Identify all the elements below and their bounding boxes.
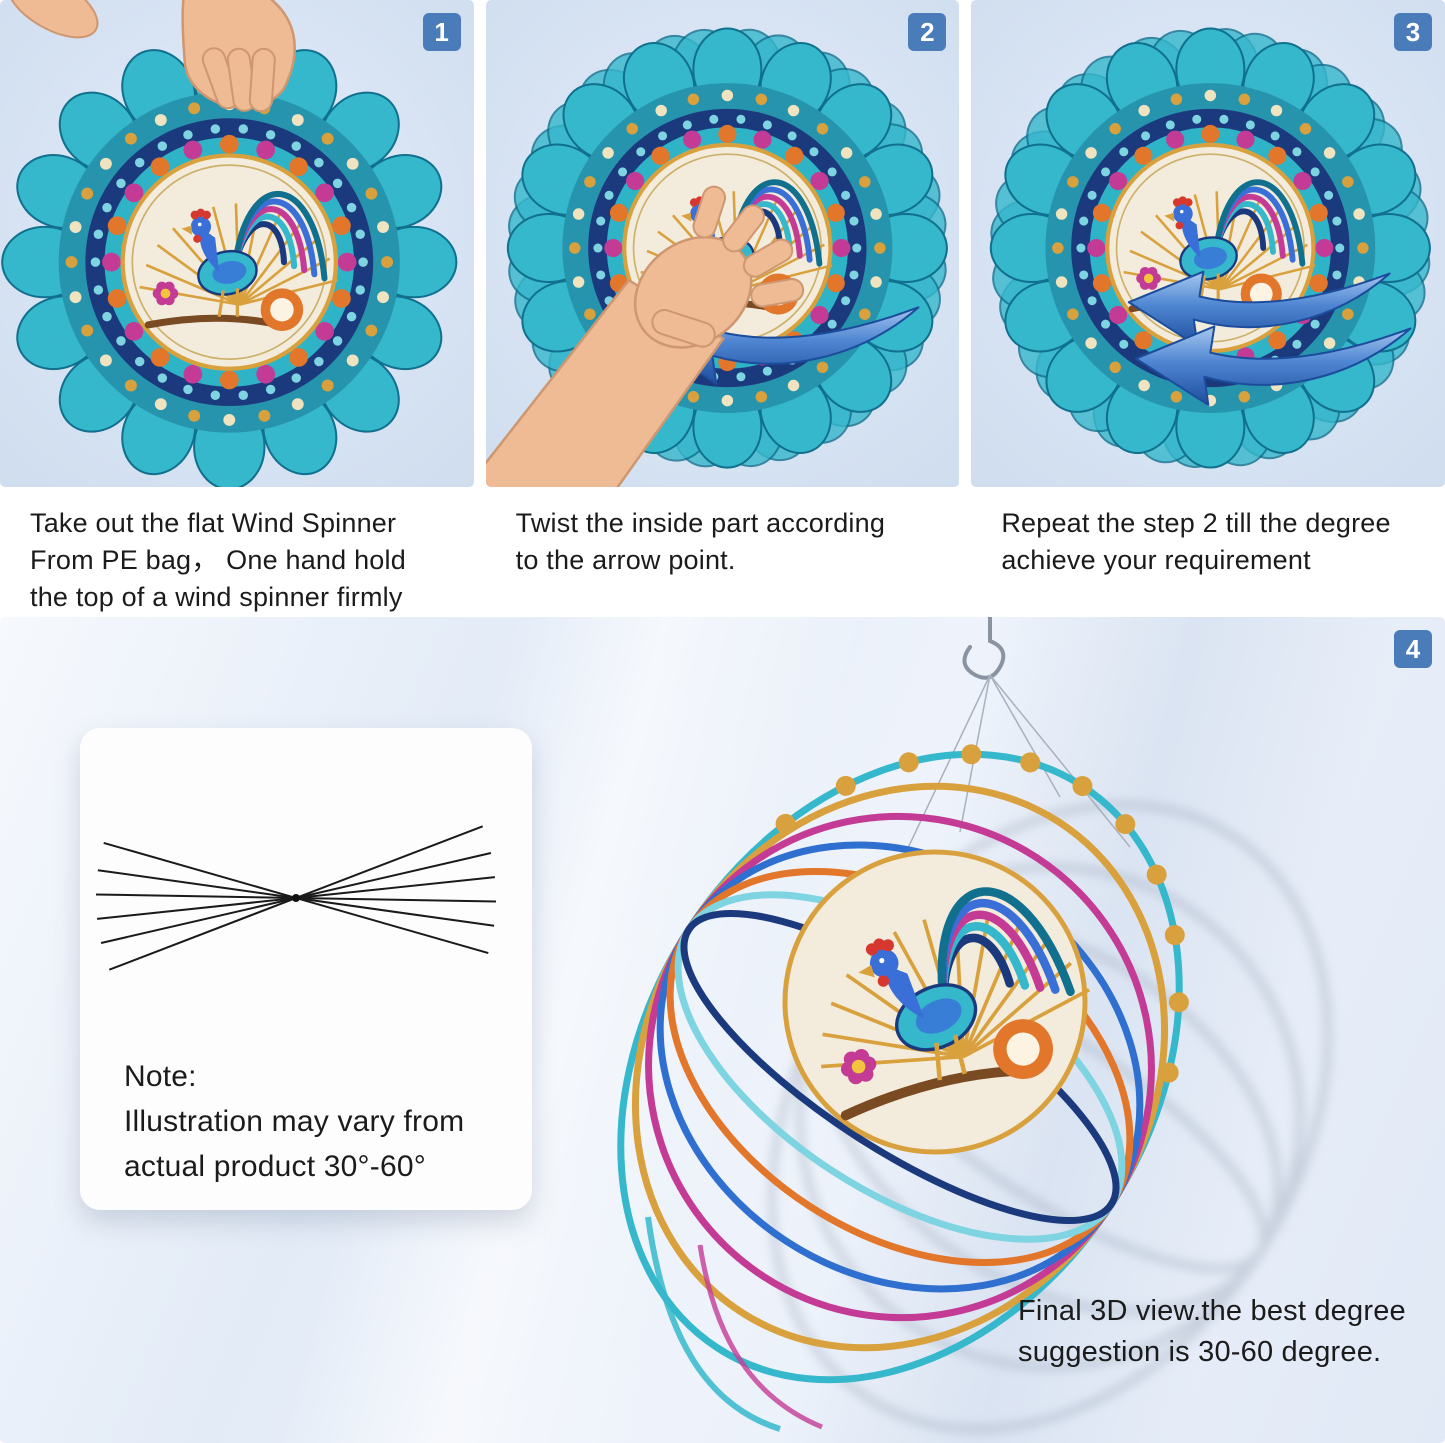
repeat-twist-illustration xyxy=(990,27,1432,469)
note-line: actual product 30°-60° xyxy=(124,1150,426,1183)
step-3-number-badge: 3 xyxy=(1393,13,1432,51)
note-title: Note: xyxy=(124,1060,197,1093)
caption-line: Repeat the step 2 till the degree xyxy=(1001,508,1391,538)
angle-lines-icon xyxy=(95,825,497,971)
rooster-medallion xyxy=(782,849,1090,1155)
step-1-photo: 1 xyxy=(0,0,474,487)
caption-line: to the arrow point. xyxy=(515,545,736,575)
caption-line: suggestion is 30-60 degree. xyxy=(1018,1336,1382,1368)
note-line: Illustration may vary from xyxy=(124,1105,465,1138)
hand-twisting xyxy=(485,185,804,487)
step-4-number-badge: 4 xyxy=(1394,630,1432,668)
caption-line: Final 3D view.the best degree xyxy=(1018,1295,1406,1327)
step-3: 3 Repeat the step 2 till the degree achi… xyxy=(971,0,1445,617)
hanging-hook-icon xyxy=(962,617,1006,680)
caption-line: achieve your requirement xyxy=(1001,545,1311,575)
step-3-photo: 3 xyxy=(971,0,1445,487)
caption-line: Twist the inside part according xyxy=(515,508,886,538)
step-1-number-badge: 1 xyxy=(422,13,461,51)
twist-inside-part-illustration xyxy=(485,27,948,487)
step-2-caption: Twist the inside part according to the a… xyxy=(486,487,960,617)
final-caption: Final 3D view.the best degree suggestion… xyxy=(1018,1291,1406,1373)
hand-holding-top xyxy=(6,0,296,113)
twist-direction-arrow-icon xyxy=(1128,270,1391,348)
step-3-caption: Repeat the step 2 till the degree achiev… xyxy=(971,487,1445,617)
step-1-caption: Take out the flat Wind Spinner From PE b… xyxy=(0,487,474,617)
note-text: Note: Illustration may vary from actual … xyxy=(80,1038,532,1189)
final-3d-wind-spinner-illustration xyxy=(617,617,1332,1434)
step-2-photo: 2 xyxy=(485,0,960,487)
step-1: 1 Take out the flat Wind Spinner From PE… xyxy=(0,0,474,617)
step-2: 2 Twist the inside part according to the… xyxy=(485,0,960,617)
step-2-number-badge: 2 xyxy=(908,13,947,51)
caption-line: From PE bag， One hand hold xyxy=(30,545,406,575)
step-4-panel: 4 Note: Illustration may vary from actua… xyxy=(0,617,1445,1443)
note-card: Note: Illustration may vary from actual … xyxy=(80,728,532,1210)
twist-direction-arrow-icon xyxy=(1135,325,1412,406)
caption-line: Take out the flat Wind Spinner xyxy=(30,508,397,538)
steps-row: 1 Take out the flat Wind Spinner From PE… xyxy=(0,0,1445,617)
flat-wind-spinner-illustration xyxy=(1,0,458,487)
caption-line: the top of a wind spinner firmly xyxy=(30,582,403,612)
